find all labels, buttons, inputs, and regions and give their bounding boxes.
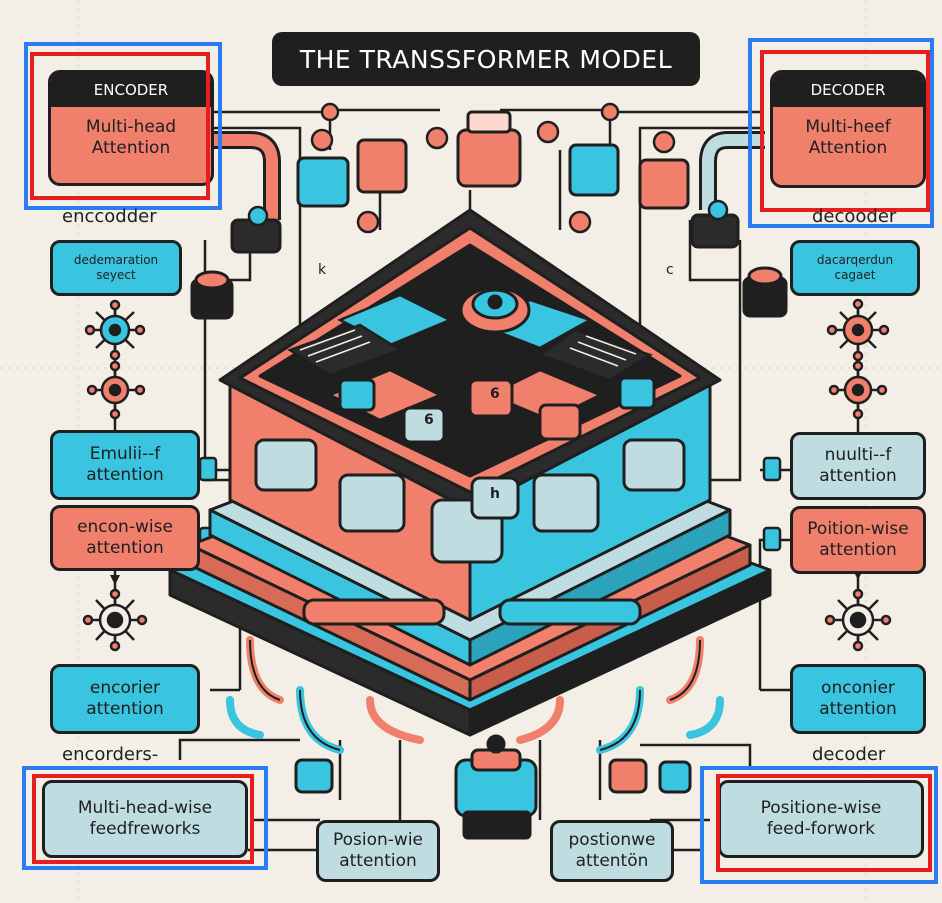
core-label-2: h: [490, 486, 500, 502]
core-label-1: 6: [424, 412, 434, 428]
center-bottom-box-right: postionwe attentön: [550, 820, 674, 882]
encoder-card: ENCODER Multi-head Attention: [48, 70, 214, 186]
encoder-bottom-box: Multi-head-wise feedfreworks: [42, 780, 248, 858]
node-dots: [247, 102, 729, 234]
pipe-right-fill: [702, 134, 765, 210]
top-modules: [190, 110, 788, 320]
pipe-left-fill: [210, 134, 278, 220]
right-node-icons: [824, 298, 892, 652]
stack-drawers: [254, 438, 686, 626]
decoder-highlight-blue: [748, 38, 934, 228]
encoder-bottom-highlight-red: [32, 774, 254, 864]
left-node-icons: [82, 299, 148, 652]
center-hub: [338, 286, 656, 520]
bottom-wire-outlines: [249, 639, 701, 751]
encoder-box-1: dedemaration seyect: [50, 240, 182, 296]
decoder-marker: c: [666, 262, 674, 278]
encoder-highlight-blue: [24, 42, 222, 210]
decoder-box-3: Poition-wise attention: [790, 506, 926, 574]
center-bottom-box-left: Posion-wie attention: [316, 820, 440, 882]
decoder-highlight-red: [760, 50, 930, 212]
decoder-card: DECODER Multi-heef Attention: [770, 70, 926, 188]
encoder-box-2: Emulii--f attention: [50, 430, 200, 500]
decoder-bottom-highlight-blue: [700, 766, 938, 884]
decoder-bottom-highlight-red: [716, 774, 932, 872]
bottom-modules: [294, 734, 692, 840]
decoder-caption-top: decooder: [812, 206, 897, 227]
decoder-box-4: onconier attention: [790, 664, 926, 734]
encoder-highlight-red: [30, 52, 210, 200]
decoder-card-header: DECODER: [773, 73, 923, 107]
decoder-card-body: Multi-heef Attention: [805, 117, 891, 158]
decoder-bottom-box: Positione-wise feed-forwork: [718, 780, 924, 858]
decoder-box-1: dacarqerdun cagaet: [790, 240, 920, 296]
chip-hatching: [299, 329, 637, 367]
encoder-marker: k: [318, 262, 327, 278]
encoder-bottom-highlight-blue: [22, 766, 268, 870]
encoder-card-header: ENCODER: [51, 73, 211, 107]
decoder-box-2: nuulti--f attention: [790, 432, 926, 500]
encoder-caption-top: enccodder: [62, 206, 157, 227]
decoder-caption-bottom: decoder: [812, 744, 886, 765]
core-label-3: 6: [490, 386, 500, 402]
encoder-box-3: encon-wise attention: [50, 505, 200, 571]
encoder-card-body: Multi-head Attention: [85, 117, 177, 158]
encoder-box-4: encorier attention: [50, 664, 200, 734]
encoder-caption-bottom: encorders-: [62, 744, 159, 765]
diagram-title: THE TRANSSFORMER MODEL: [272, 32, 700, 86]
